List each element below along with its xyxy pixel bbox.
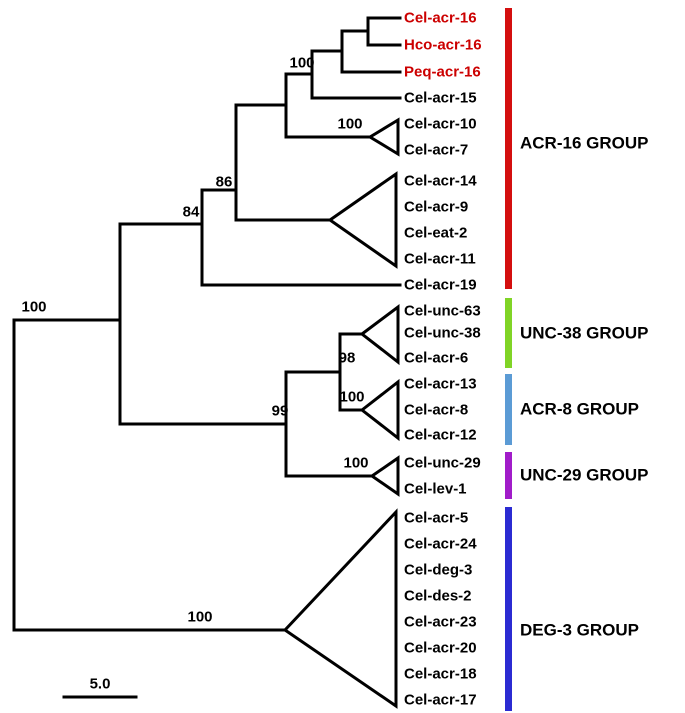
group-bars xyxy=(505,8,512,711)
group-bar-unc29 xyxy=(505,452,512,499)
collapsed-clade-acr10-acr7 xyxy=(367,117,400,157)
group-bar-unc38 xyxy=(505,298,512,368)
collapsed-clade-deg3-group xyxy=(282,508,398,709)
group-bar-deg3 xyxy=(505,507,512,711)
group-bar-acr16 xyxy=(505,8,512,289)
group-bar-acr8 xyxy=(505,374,512,445)
collapsed-clade-unc29-lev1 xyxy=(369,455,400,497)
collapsed-clade-acr14-acr9-eat2-acr11 xyxy=(327,171,398,269)
collapsed-clade-unc38-group xyxy=(359,304,400,366)
tree-branches xyxy=(12,16,402,709)
collapsed-clade-acr8-group xyxy=(359,378,400,442)
